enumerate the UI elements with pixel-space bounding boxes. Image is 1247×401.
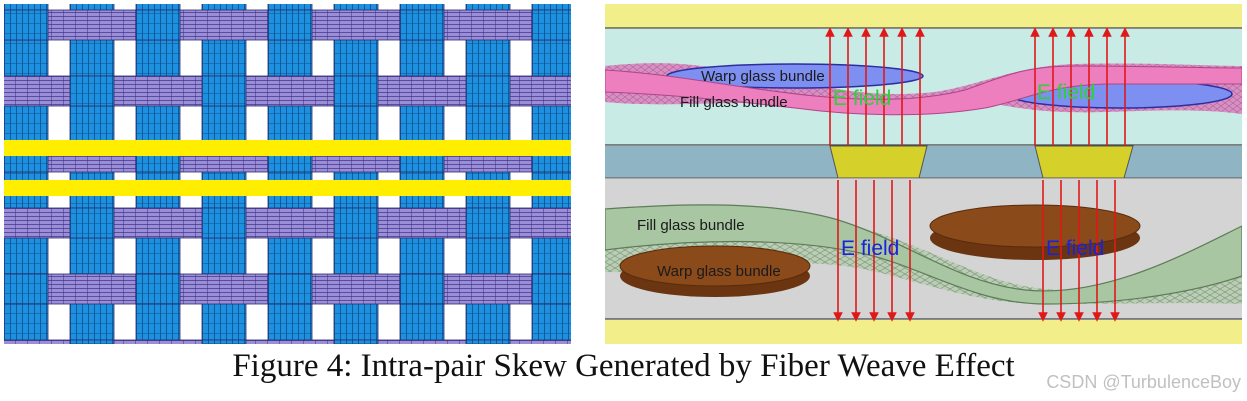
warp-crossover (4, 9, 49, 41)
top-efield-label-1: E field (833, 87, 891, 110)
bottom-efield-label-2: E field (1046, 237, 1104, 260)
warp-crossover (135, 273, 181, 305)
bottom-efield-label-1: E field (841, 237, 899, 260)
warp-crossover (267, 9, 313, 41)
warp-crossover (4, 273, 49, 305)
top-fill-label: Fill glass bundle (680, 94, 788, 111)
bottom-cross-section: Fill glass bundle Warp glass bundle E fi… (605, 179, 1242, 344)
signal-trace-2 (4, 180, 571, 196)
figure-caption: Figure 4: Intra-pair Skew Generated by F… (232, 348, 1015, 384)
warp-crossover (69, 75, 115, 107)
warp-crossover (135, 9, 181, 41)
signal-trace-1 (4, 140, 571, 156)
warp-crossover (333, 339, 379, 344)
top-trace-1 (829, 145, 928, 179)
warp-crossover (465, 75, 511, 107)
top-trace-2 (1034, 145, 1134, 179)
warp-crossover (465, 339, 511, 344)
pcb-cross-section: Warp glass bundle Fill glass bundle E fi… (605, 4, 1242, 344)
top-cross-section: Warp glass bundle Fill glass bundle E fi… (605, 4, 1242, 179)
warp-crossover (201, 75, 247, 107)
warp-crossover (267, 273, 313, 305)
watermark: CSDN @TurbulenceBoy (1046, 372, 1241, 392)
warp-crossover (399, 9, 445, 41)
warp-crossover (531, 273, 571, 305)
warp-crossover (333, 75, 379, 107)
top-efield-label-2: E field (1037, 81, 1095, 104)
top-warp-label: Warp glass bundle (701, 68, 825, 85)
warp-crossover (69, 207, 115, 239)
bottom-warp-label: Warp glass bundle (657, 263, 781, 280)
warp-crossover (465, 207, 511, 239)
warp-crossover (201, 207, 247, 239)
warp-crossover (531, 9, 571, 41)
warp-crossover (69, 339, 115, 344)
bottom-fill-label: Fill glass bundle (637, 217, 745, 234)
fiber-weave-top-view (4, 4, 571, 344)
warp-crossover (399, 273, 445, 305)
warp-crossover (201, 339, 247, 344)
warp-crossover (333, 207, 379, 239)
warp-bundle-bottom-2 (929, 204, 1141, 260)
fill-bundle-bottom (605, 204, 1242, 305)
fill-bundle-top (605, 65, 1242, 116)
warp-bundle-bottom-1 (619, 245, 811, 297)
fill-fiber-bundle (4, 339, 571, 344)
